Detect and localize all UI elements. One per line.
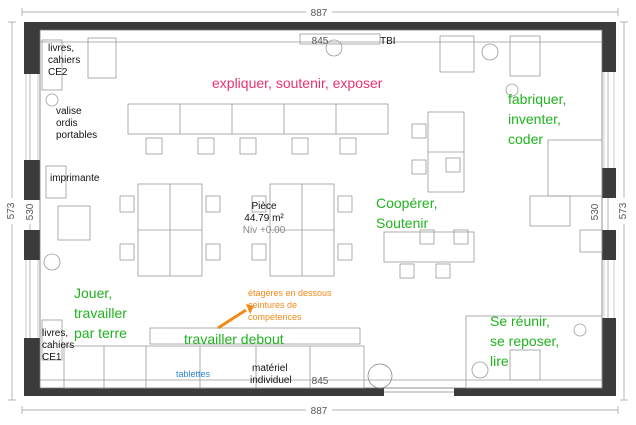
door [367, 363, 454, 393]
svg-text:fabriquer,: fabriquer, [508, 91, 566, 107]
svg-text:valise: valise [56, 106, 82, 117]
svg-text:se reposer,: se reposer, [490, 333, 559, 349]
books-ce1-label: livres, cahiers CE1 [42, 328, 74, 363]
zone-explain: expliquer, soutenir, exposer [212, 75, 383, 91]
zone-play: Jouer, travailler par terre [74, 285, 127, 341]
svg-text:compétences: compétences [248, 312, 302, 322]
material-label: matériel individuel [250, 363, 292, 386]
tablets-label: tablettes [176, 369, 211, 379]
room-level: Niv +0.00 [243, 225, 286, 236]
dim-left-height: 573 [6, 202, 17, 219]
dim-inner-bottom: 845 [312, 376, 329, 387]
svg-text:cahiers: cahiers [48, 55, 80, 66]
zone-shelves: étagères en dessous ceintures de compéte… [248, 288, 332, 322]
books-ce2-label: livres, cahiers CE2 [48, 43, 80, 78]
svg-text:par terre: par terre [74, 325, 127, 341]
svg-text:CE2: CE2 [48, 67, 68, 78]
dimension-lines [8, 8, 628, 414]
svg-text:ceintures de: ceintures de [248, 300, 297, 310]
svg-text:matériel: matériel [252, 363, 288, 374]
dim-inner-left: 530 [25, 203, 36, 220]
svg-text:Jouer,: Jouer, [74, 285, 112, 301]
svg-text:travailler: travailler [74, 305, 127, 321]
walls [24, 22, 616, 396]
svg-text:Coopérer,: Coopérer, [376, 195, 437, 211]
tbi-label: TBI [380, 36, 396, 47]
svg-text:CE1: CE1 [42, 352, 62, 363]
room-area: 44.79 m² [244, 213, 284, 224]
svg-text:étagères en dessous: étagères en dessous [248, 288, 332, 298]
printer-label: imprimante [50, 173, 100, 184]
svg-text:individuel: individuel [250, 375, 292, 386]
zone-meet: Se réunir, se reposer, lire [490, 313, 559, 369]
zone-make: fabriquer, inventer, coder [508, 91, 566, 147]
svg-text:Se réunir,: Se réunir, [490, 313, 550, 329]
svg-text:inventer,: inventer, [508, 111, 561, 127]
laptops-label: valise ordis portables [56, 106, 97, 141]
dim-top-width: 887 [311, 8, 328, 19]
furniture [41, 33, 603, 389]
dim-right-height: 573 [618, 202, 629, 219]
svg-text:ordis: ordis [56, 118, 78, 129]
svg-text:coder: coder [508, 131, 543, 147]
windows [25, 72, 615, 338]
room-name: Pièce [251, 201, 276, 212]
room-info: Pièce 44.79 m² Niv +0.00 [243, 201, 286, 236]
svg-text:lire: lire [490, 353, 509, 369]
zone-standing: travailler debout [184, 331, 284, 347]
dim-bottom-width: 887 [311, 406, 328, 417]
zone-cooperate: Coopérer, Soutenir [376, 195, 437, 231]
svg-text:livres,: livres, [42, 328, 68, 339]
svg-text:portables: portables [56, 130, 97, 141]
arrow-icon [217, 304, 254, 330]
svg-text:livres,: livres, [48, 43, 74, 54]
dim-inner-top: 845 [312, 36, 329, 47]
svg-text:Soutenir: Soutenir [376, 215, 428, 231]
dim-inner-right: 530 [590, 203, 601, 220]
svg-text:cahiers: cahiers [42, 340, 74, 351]
